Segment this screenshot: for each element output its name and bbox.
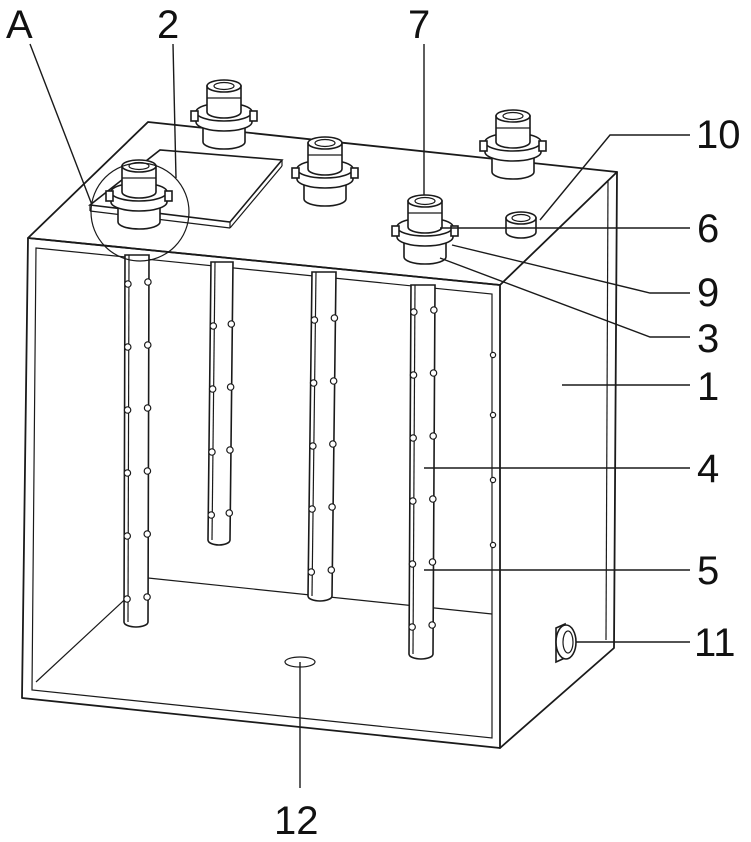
label-10: 10 [696,113,741,157]
hole-part-5 [328,567,334,573]
hole-part-5 [209,386,215,392]
pipe-part-4 [124,255,151,627]
hole-part-5 [429,622,435,628]
hole-part-5 [330,441,336,447]
label-9: 9 [697,271,719,315]
hole-part-5 [410,372,416,378]
hole-part-5 [430,433,436,439]
hole-part-5 [409,624,415,630]
hole-part-5 [329,504,335,510]
hole-part-5 [311,317,317,323]
label-3: 3 [697,317,719,361]
hole-part-5 [331,315,337,321]
hole-part-5 [227,447,233,453]
hole-part-5 [411,309,417,315]
hole-part-5 [228,321,234,327]
hole-part-5 [145,342,151,348]
perforated-pipes [124,255,496,659]
label-7: 7 [408,3,430,47]
label-11: 11 [694,621,736,665]
label-a: A [6,3,33,47]
label-12: 12 [274,799,319,842]
hole-part-5 [430,496,436,502]
pipe-fitting [392,195,458,264]
hole-part-5 [144,531,150,537]
hole-part-5 [209,449,215,455]
pipe-part-4 [208,262,235,545]
hole-part-5 [330,378,336,384]
side-outlet-part-11 [556,624,576,662]
hole-part-5 [124,470,130,476]
hole-part-5 [310,380,316,386]
hole-part-5 [490,477,495,482]
hole-part-5 [208,512,214,518]
hole-part-5 [125,281,131,287]
hole-part-5 [226,510,232,516]
hole-part-5 [310,443,316,449]
pipe-part-4 [409,285,437,659]
label-6: 6 [697,207,719,251]
label-1: 1 [697,365,719,409]
pipe-part-4 [308,272,338,601]
part-labels: A 2 7 10 6 9 3 1 4 5 11 12 [6,3,741,842]
hole-part-5 [125,344,131,350]
hole-part-5 [210,323,216,329]
hole-part-5 [431,307,437,313]
hole-part-5 [409,561,415,567]
label-5: 5 [697,549,719,593]
hole-part-5 [308,569,314,575]
pipe-fitting [292,137,358,206]
small-port-part-10 [506,212,536,238]
hole-part-5 [144,594,150,600]
hole-part-5 [124,407,130,413]
hole-part-5 [124,533,130,539]
hole-part-5 [490,412,495,417]
hole-part-5 [144,468,150,474]
hole-part-5 [144,405,150,411]
label-4: 4 [697,447,719,491]
hole-part-5 [490,352,495,357]
hole-part-5 [430,370,436,376]
hole-part-5 [124,596,130,602]
label-2: 2 [157,3,179,47]
hole-part-5 [410,435,416,441]
hole-part-5 [490,542,495,547]
hole-part-5 [410,498,416,504]
pipe-fitting [191,80,257,149]
hole-part-5 [145,279,151,285]
hole-part-5 [227,384,233,390]
pipe-fitting [480,110,546,179]
hole-part-5 [309,506,315,512]
hole-part-5 [429,559,435,565]
